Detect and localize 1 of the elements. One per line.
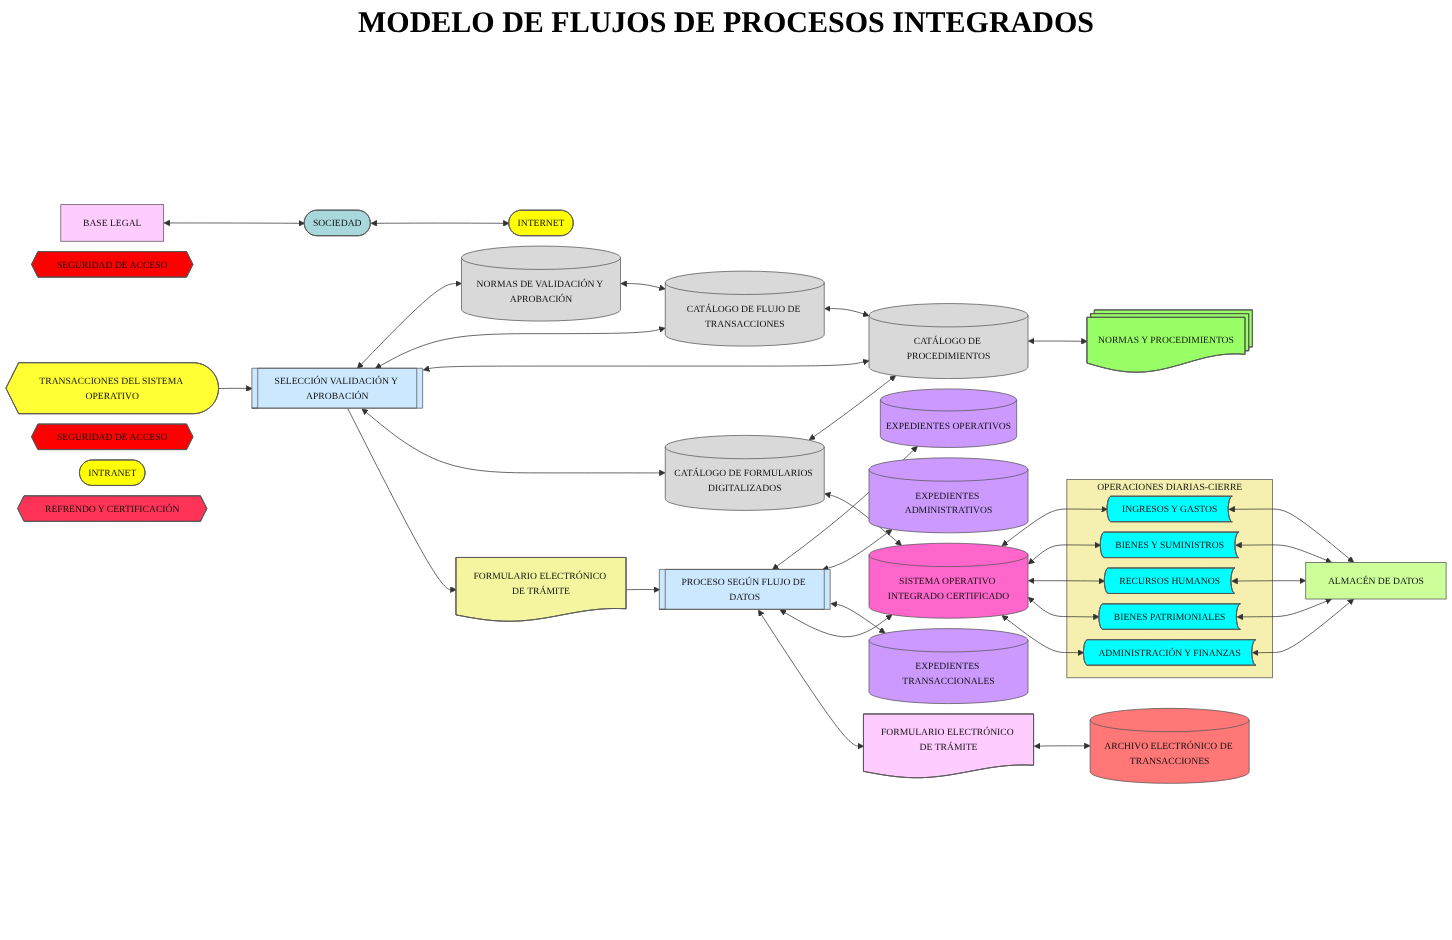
diagram-title: MODELO DE FLUJOS DE PROCESOS INTEGRADOS [356, 8, 1096, 42]
